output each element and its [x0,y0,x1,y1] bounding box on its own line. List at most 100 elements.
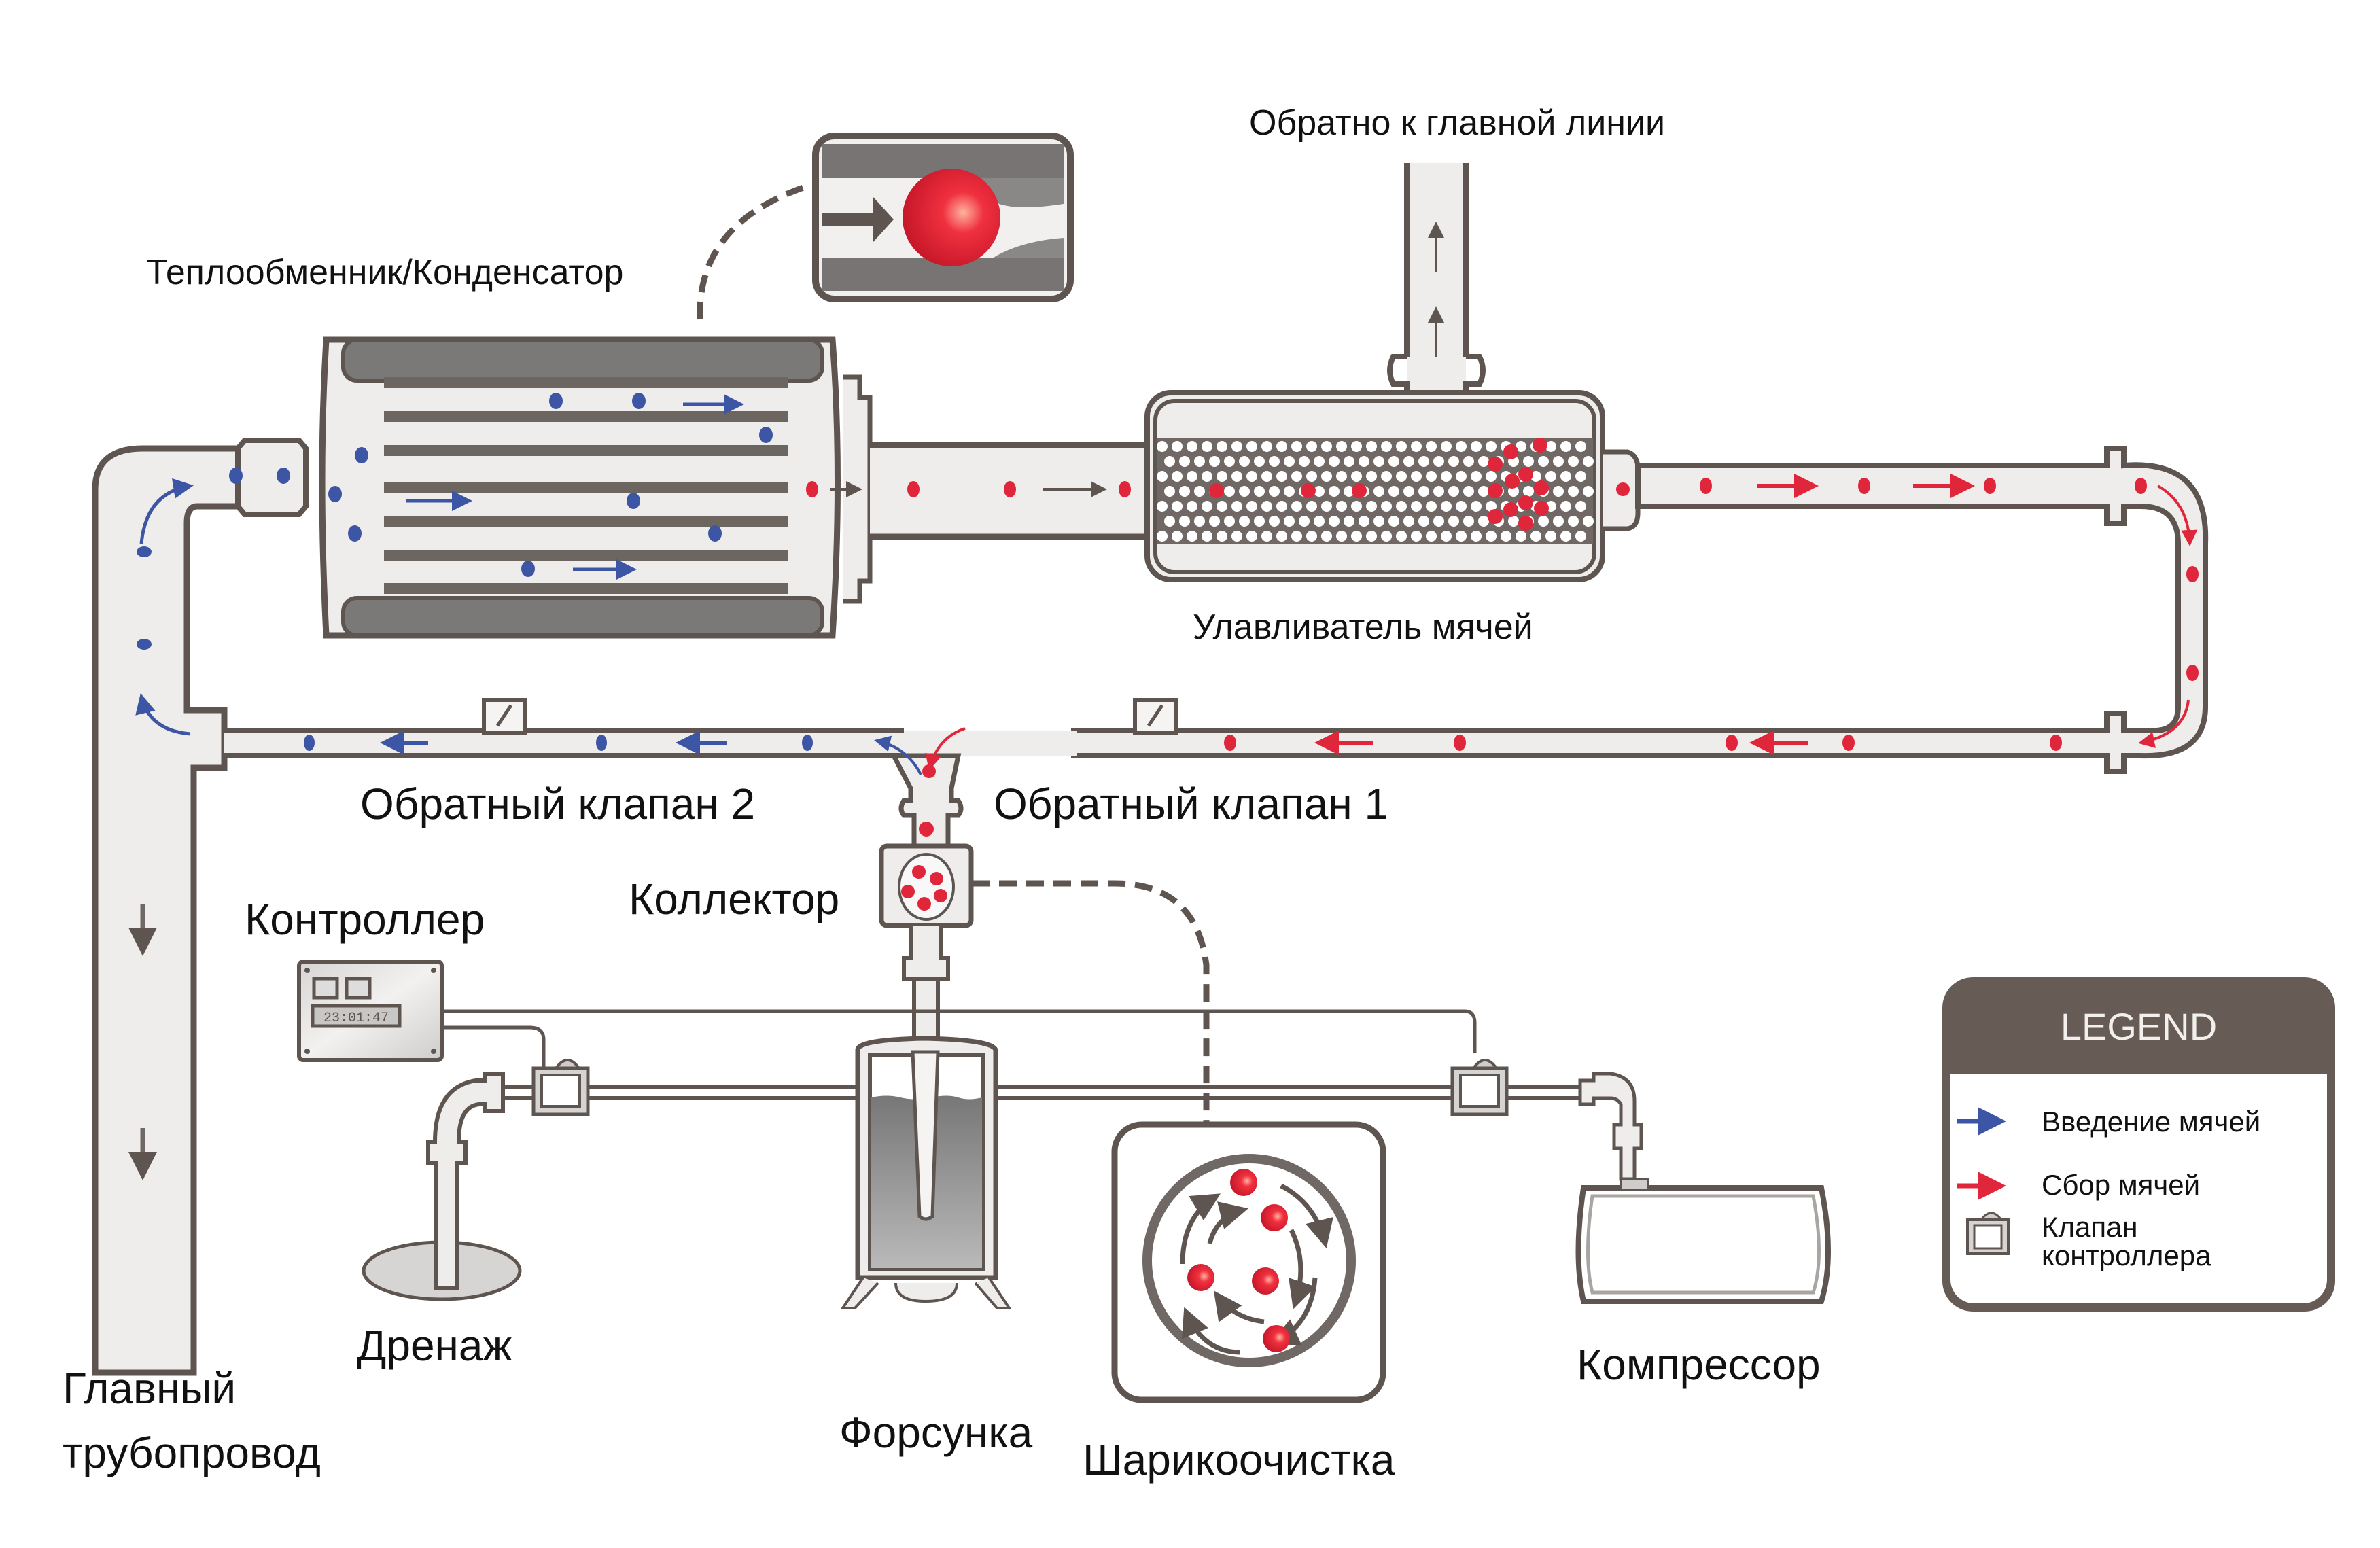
pipe-hx-to-trap [806,442,1145,540]
mesh-hole [1276,471,1287,482]
controller-valve-left [531,1059,590,1116]
mesh-hole [1373,456,1384,467]
mesh-hole [1246,441,1257,452]
mesh-hole [1411,531,1422,542]
mesh-hole [1329,516,1340,527]
flow-arrow-blue [135,693,191,736]
mesh-hole [1486,531,1497,542]
mesh-hole [1314,516,1325,527]
mesh-hole [1224,516,1235,527]
mesh-hole [1254,516,1265,527]
mesh-hole [1359,456,1369,467]
mesh-hole [1261,531,1272,542]
mesh-hole [1344,486,1354,497]
mesh-hole [1396,441,1407,452]
mesh-hole [1246,471,1257,482]
controller: 23:01:47 [297,960,444,1062]
ball-cleaner [1111,1121,1386,1403]
mesh-hole [1187,501,1197,512]
legend-label: Клапан [2042,1211,2138,1243]
mesh-hole [1344,516,1354,527]
mesh-hole [1411,441,1422,452]
mesh-hole [1209,456,1220,467]
mesh-hole [1276,531,1287,542]
mesh-hole [1403,456,1414,467]
mesh-hole [1217,471,1227,482]
arrow-right-icon [873,197,894,242]
mesh-hole [1231,501,1242,512]
mesh-hole [1486,471,1497,482]
mesh-hole [1426,441,1437,452]
mesh-hole [1426,531,1437,542]
mesh-hole [1187,471,1197,482]
mesh-hole [1568,486,1579,497]
mesh-hole [1456,501,1467,512]
label-controller: Контроллер [245,895,485,944]
mesh-hole [1157,471,1168,482]
mesh-hole [1194,486,1205,497]
return-to-main-line-pipe [1387,163,1486,398]
mesh-hole [1471,531,1482,542]
mesh-hole [1329,486,1340,497]
mesh-hole [1448,516,1459,527]
mesh-hole [1172,501,1183,512]
legend-item-controller-valve: Клапан контроллера [1966,1211,2211,1271]
mesh-hole [1471,441,1482,452]
controller-display [311,1004,402,1028]
mesh-hole [1575,471,1586,482]
label-main-pipeline: трубопровод [63,1428,321,1477]
mesh-hole [1179,456,1190,467]
mesh-hole [1351,531,1362,542]
mesh-hole [1463,456,1474,467]
mesh-hole [1553,516,1564,527]
mesh-hole [1217,501,1227,512]
mesh-hole [1157,531,1168,542]
mesh-hole [1388,486,1399,497]
mesh-hole [1239,456,1250,467]
label-main-pipeline: Главный [63,1364,236,1413]
mesh-hole [1575,531,1586,542]
mesh-hole [1388,456,1399,467]
injector [840,1036,1012,1309]
mesh-hole [1366,501,1377,512]
mesh-hole [1471,471,1482,482]
label-check-valve-2: Обратный клапан 2 [360,779,755,828]
label-injector: Форсунка [839,1408,1033,1457]
mesh-hole [1239,486,1250,497]
mesh-hole [1314,456,1325,467]
mesh-hole [1164,516,1175,527]
mesh-hole [1284,486,1295,497]
mesh-hole [1187,531,1197,542]
controller-display-time: 23:01:47 [323,1010,389,1026]
mesh-hole [1351,471,1362,482]
mesh-hole [1545,441,1556,452]
mesh-hole [1433,486,1444,497]
mesh-hole [1314,486,1325,497]
mesh-hole [1560,501,1571,512]
mesh-hole [1269,486,1280,497]
legend-label: контроллера [2042,1239,2211,1271]
check-valve-1 [1133,698,1178,735]
mesh-hole [1299,456,1310,467]
mesh-hole [1321,471,1332,482]
mesh-hole [1486,441,1497,452]
mesh-hole [1276,501,1287,512]
mesh-hole [1291,531,1302,542]
mesh-hole [1568,516,1579,527]
mesh-hole [1336,471,1347,482]
mesh-hole [1568,456,1579,467]
mesh-hole [1366,531,1377,542]
legend-label: Сбор мячей [2042,1169,2200,1201]
mesh-hole [1373,486,1384,497]
label-ball-trap: Улавливатель мячей [1193,608,1533,647]
mesh-hole [1157,501,1168,512]
mesh-hole [1202,441,1212,452]
mesh-hole [1321,441,1332,452]
mesh-hole [1217,441,1227,452]
check-valve-2 [482,698,527,735]
mesh-hole [1411,501,1422,512]
mesh-hole [1575,501,1586,512]
mesh-hole [1418,456,1429,467]
mesh-hole [1276,441,1287,452]
heat-exchanger-inlet [229,438,309,517]
